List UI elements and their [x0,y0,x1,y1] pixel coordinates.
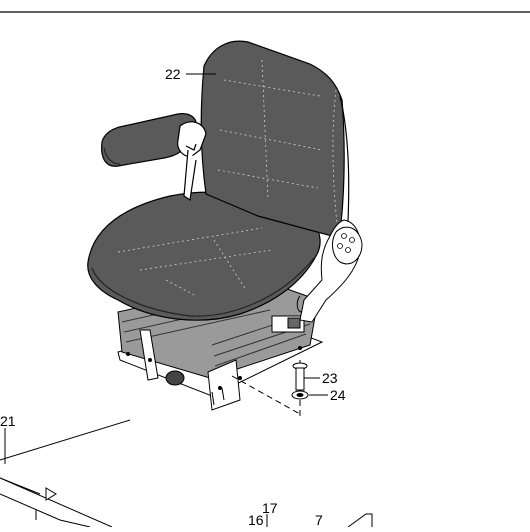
callout-24: 24 [309,387,346,403]
callout-label-16: 16 [248,512,264,527]
callout-label-7: 7 [315,512,323,527]
callout-21: 21 [0,413,16,429]
seat-cushion [87,191,321,321]
callout-label-21: 21 [0,413,16,429]
backrest [200,40,350,237]
callout-22: 22 [165,66,216,82]
bracket-right [347,513,373,528]
bolt-washer [231,360,309,420]
lower-rails [0,419,131,528]
callout-23: 23 [304,370,338,386]
callout-label-24: 24 [330,387,346,403]
callout-17: 17 [262,500,278,516]
seat-suspension [117,279,324,411]
callout-label-17: 17 [262,500,278,516]
callout-16: 16 [248,512,268,528]
callout-label-23: 23 [322,370,338,386]
callout-label-22: 22 [165,66,181,82]
side-frame [296,219,363,323]
callout-7: 7 [315,512,323,528]
armrest [101,113,207,202]
